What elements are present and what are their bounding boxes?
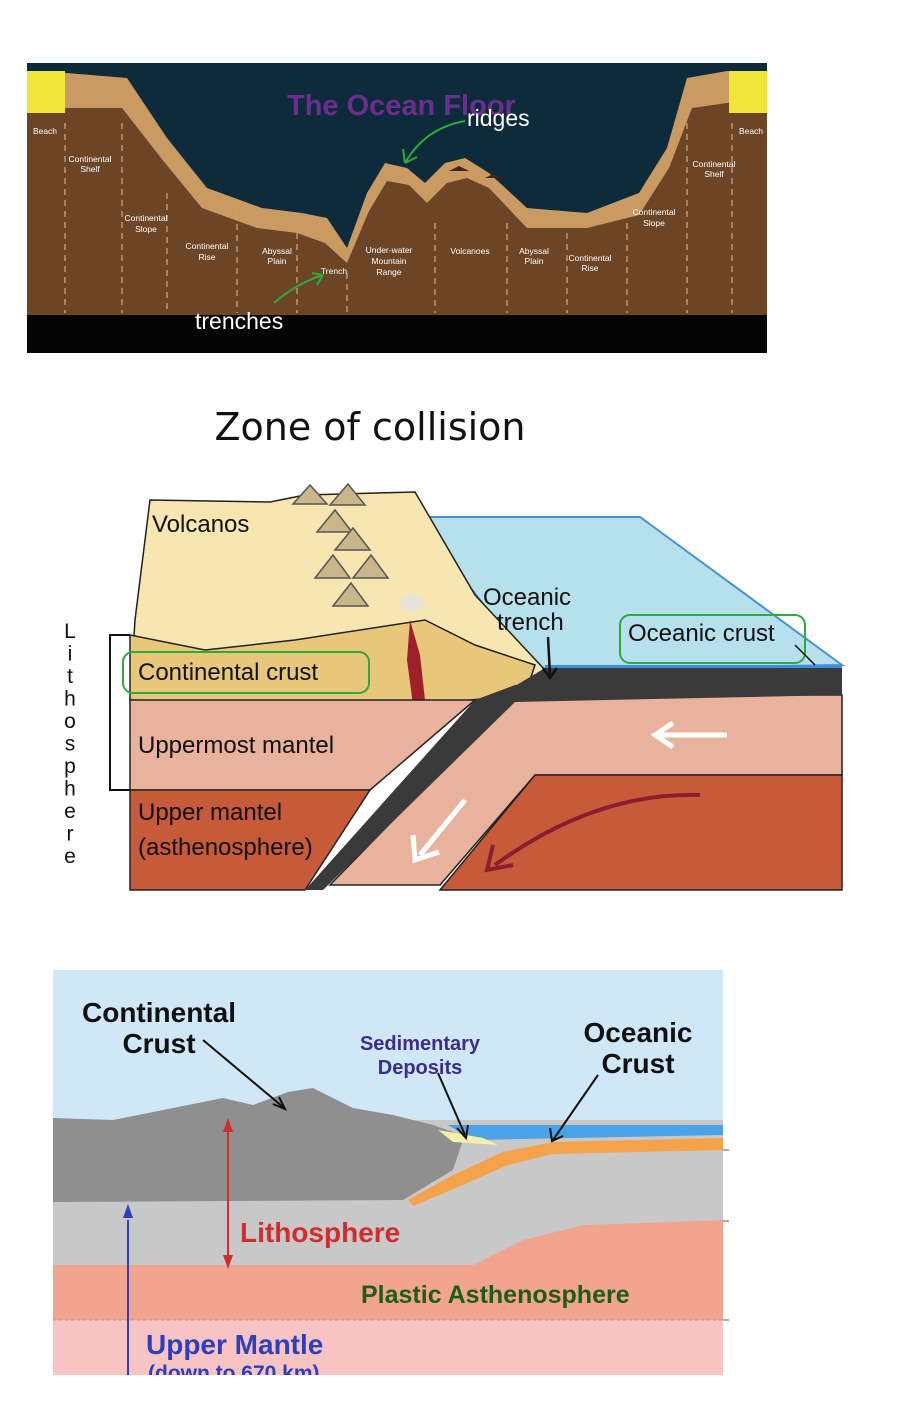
- lithosphere-letter: p: [64, 755, 76, 778]
- label-abyssal-right-2: Plain: [525, 256, 544, 266]
- label-oceanic-crust: Oceanic crust: [628, 620, 775, 647]
- label-shelf-left-2: Shelf: [80, 164, 100, 174]
- slab-motion-arrow: [418, 798, 467, 857]
- lithosphere-letter: i: [68, 643, 73, 666]
- label-rise-right-2: Rise: [581, 263, 598, 273]
- label-shelf-left: Continental: [68, 154, 111, 164]
- upper-mantle-layer: [53, 1320, 723, 1375]
- lithosphere-letter: h: [64, 778, 76, 801]
- label-slope-left-2: Slope: [135, 224, 157, 234]
- highlight-oceanic-crust: [619, 614, 806, 664]
- collision-title: Zone of collision: [214, 405, 526, 449]
- subducting-slab: [305, 680, 842, 890]
- earth-crust: [27, 98, 767, 353]
- label-oceanic-crust: Crust: [601, 1048, 674, 1079]
- convection-arrow: [493, 792, 701, 867]
- label-upper-mantel-1: Upper mantel: [138, 799, 282, 826]
- lithosphere-letter: e: [64, 800, 76, 823]
- label-plastic-asthenosphere: Plastic Asthenosphere: [361, 1281, 630, 1309]
- lithosphere-letter: s: [65, 733, 76, 756]
- lithosphere-bracket: [109, 634, 130, 791]
- label-oceanic-trench-1: Oceanic: [483, 584, 571, 611]
- annotation-ridges: ridges: [467, 105, 530, 131]
- label-deposits: Deposits: [378, 1057, 462, 1079]
- label-sedimentary: Sedimentary: [360, 1033, 481, 1055]
- lithosphere-letter: e: [64, 845, 76, 868]
- collision-diagram: Volcanos Oceanic trench Oceanic crust Co…: [55, 480, 855, 900]
- label-range-2: Mountain: [372, 256, 407, 266]
- lithosphere-letter: o: [64, 710, 76, 733]
- lithosphere-vertical-label: Lithosphere: [64, 620, 76, 868]
- ridges-arrow: [404, 120, 466, 164]
- label-oceanic: Oceanic: [584, 1017, 693, 1048]
- continental-crust-mass: [53, 1088, 463, 1202]
- highlight-continental-crust: [122, 651, 370, 694]
- label-shelf-right: Continental: [692, 159, 735, 169]
- beach-left-sand: [27, 71, 65, 113]
- label-slope-right-2: Slope: [643, 218, 665, 228]
- lithosphere-letter: L: [64, 620, 76, 643]
- magma-plume: [407, 620, 425, 705]
- label-range-1: Under-water: [366, 245, 413, 255]
- label-trench: Trench: [321, 266, 347, 276]
- label-uppermost-mantel: Uppermost mantel: [138, 732, 334, 759]
- beach-right-sand: [729, 71, 767, 113]
- label-lithosphere: Lithosphere: [240, 1217, 400, 1248]
- label-slope-right: Continental: [632, 207, 675, 217]
- lithosphere-letter: t: [67, 665, 73, 688]
- label-upper-mantle: Upper Mantle: [146, 1329, 323, 1360]
- zone-dividers: [64, 123, 733, 313]
- label-rise-left-2: Rise: [198, 252, 215, 262]
- label-volcanoes: Volcanoes: [450, 246, 489, 256]
- label-rise-left: Continental: [185, 241, 228, 251]
- ocean-floor-title: The Ocean Floor: [287, 90, 516, 122]
- label-continental: Continental: [82, 997, 236, 1028]
- trenches-arrow: [273, 274, 324, 304]
- label-oceanic-trench-2: trench: [497, 609, 564, 636]
- oceanic-crust-band: [408, 1138, 723, 1206]
- label-upper-mantel-2: (asthenosphere): [138, 834, 313, 861]
- lithosphere-letter: r: [67, 823, 74, 846]
- sediment-layer: [27, 71, 767, 263]
- label-upper-mantle-depth: (down to 670 km): [148, 1362, 320, 1375]
- label-abyssal-left-2: Plain: [268, 256, 287, 266]
- label-crust: Crust: [122, 1028, 195, 1059]
- bottom-band: [27, 315, 767, 353]
- sedimentary-deposits: [438, 1130, 498, 1145]
- label-rise-right: Continental: [568, 253, 611, 263]
- annotation-trenches: trenches: [195, 308, 283, 334]
- label-beach-left: Beach: [33, 126, 57, 136]
- label-shelf-right-2: Shelf: [704, 169, 724, 179]
- label-range-3: Range: [376, 267, 401, 277]
- label-abyssal-left: Abyssal: [262, 246, 292, 256]
- label-slope-left: Continental: [124, 213, 167, 223]
- label-abyssal-right: Abyssal: [519, 246, 549, 256]
- label-continental-crust: Continental crust: [138, 659, 318, 686]
- ocean-floor-diagram: The Ocean Floor Beach Beach Continental …: [27, 63, 767, 353]
- label-volcanos: Volcanos: [152, 511, 249, 538]
- lithosphere-letter: h: [64, 688, 76, 711]
- asthenosphere-layer: [53, 1260, 723, 1320]
- lithosphere-diagram: Continental Crust Sedimentary Deposits O…: [53, 970, 733, 1385]
- label-beach-right: Beach: [739, 126, 763, 136]
- trench-pointer: [546, 636, 552, 676]
- volcano-icons: [291, 482, 390, 607]
